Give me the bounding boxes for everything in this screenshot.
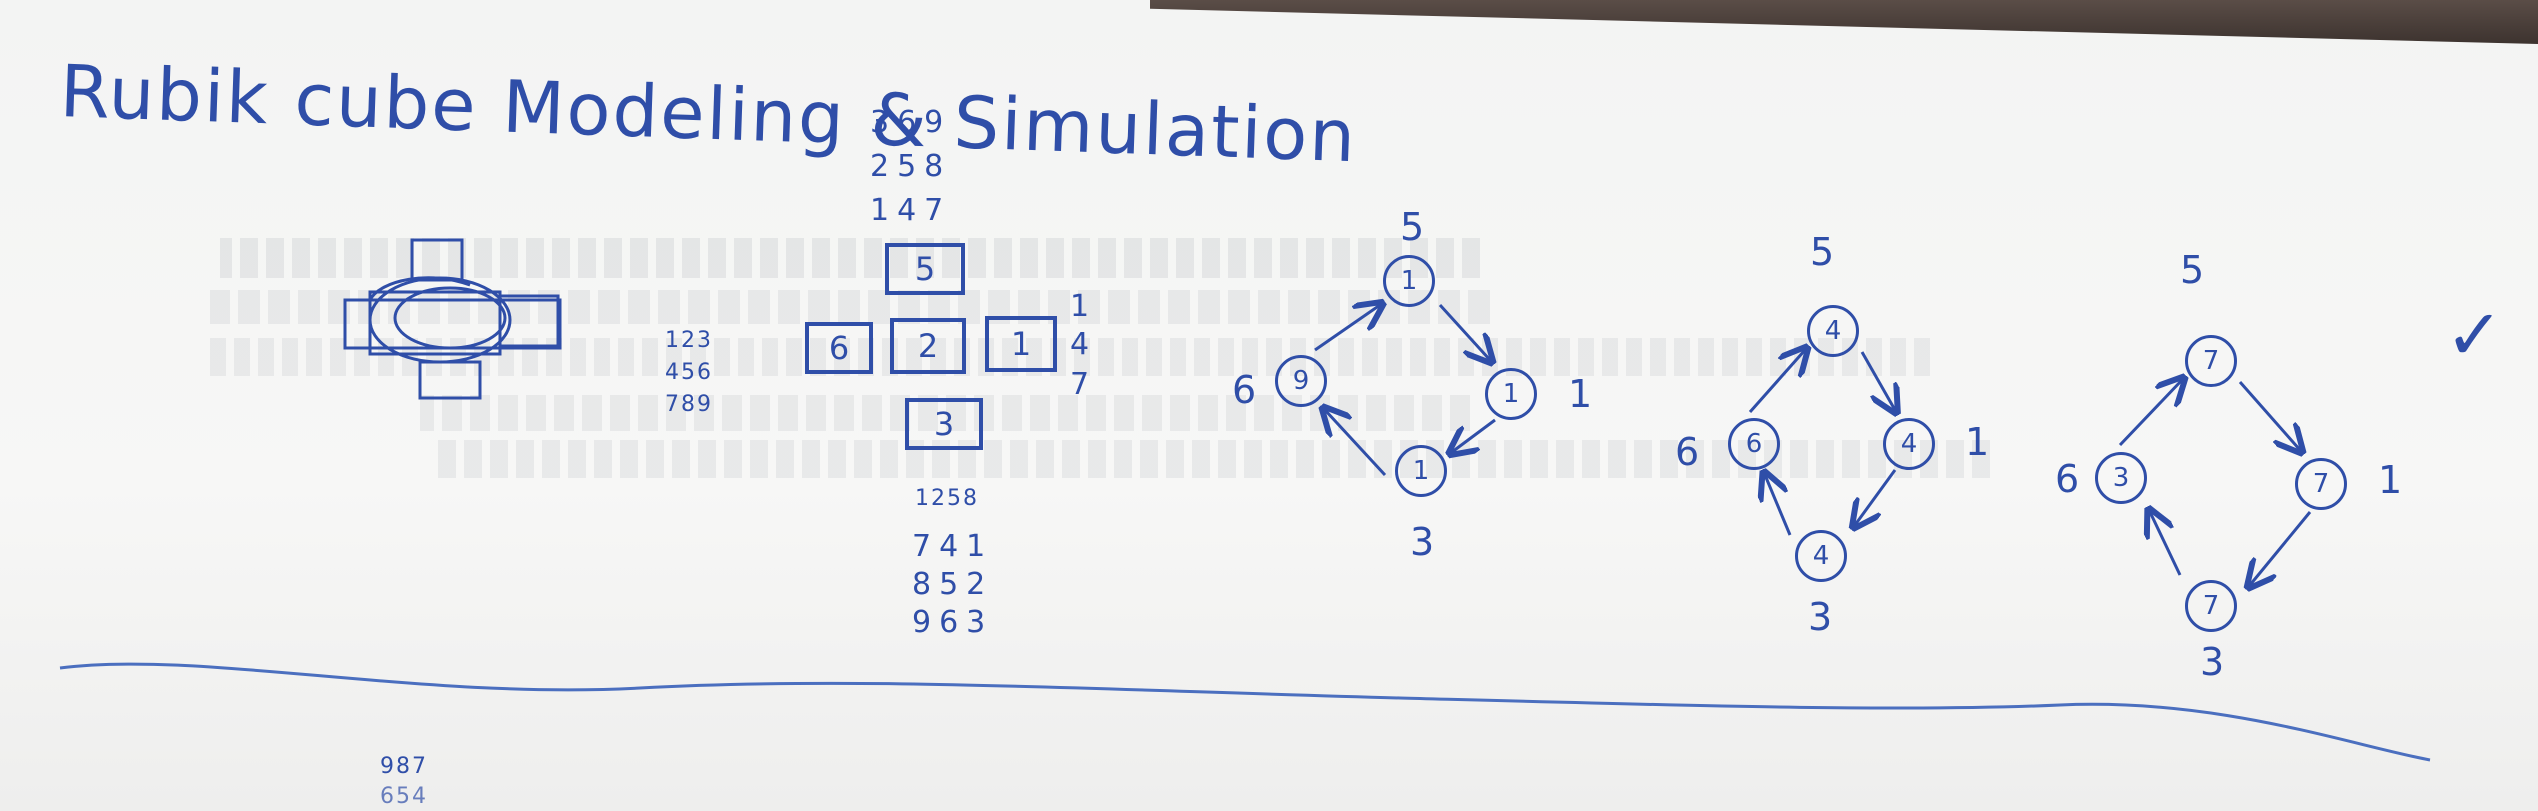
tree2-right-node: 4: [1883, 418, 1935, 470]
tree2-top-label: 5: [1810, 230, 1835, 274]
tree1-right-label: 1: [1568, 372, 1593, 416]
tree3-root-node: 7: [2185, 335, 2237, 387]
check-mark-icon: ✓: [2445, 294, 2504, 376]
tree1-bottom-label: 3: [1410, 520, 1435, 564]
bottom-row: 852: [912, 567, 994, 602]
face-grid-row: 456: [665, 360, 713, 385]
tree3-top-label: 5: [2180, 248, 2205, 292]
mini-row: 258: [870, 149, 952, 184]
tree1-bottom-node: 1: [1395, 445, 1447, 497]
tree3-bottom-node: 7: [2185, 580, 2237, 632]
net-face-top: 5: [885, 243, 965, 295]
net-right-column: 7: [1070, 367, 1090, 402]
tree2-left-node: 6: [1728, 418, 1780, 470]
face-grid-row: 789: [665, 392, 713, 417]
net-face-right: 1: [985, 316, 1057, 372]
net-face-bottom: 3: [905, 398, 983, 450]
net-face-left: 6: [805, 322, 873, 374]
tree3-right-label: 1: [2378, 458, 2403, 502]
tree1-left-node: 9: [1275, 355, 1327, 407]
footer-row: 654: [380, 784, 428, 809]
tree1-top-label: 5: [1400, 205, 1425, 249]
tree3-right-node: 7: [2295, 458, 2347, 510]
tree1-right-node: 1: [1485, 368, 1537, 420]
net-right-column: 4: [1070, 327, 1090, 362]
tree2-right-label: 1: [1965, 420, 1990, 464]
net-face-center: 2: [890, 318, 966, 374]
tree1-root-node: 1: [1383, 255, 1435, 307]
mini-row: 369: [870, 105, 952, 140]
tree3-left-label: 6: [2055, 457, 2080, 501]
net-right-column: 1: [1070, 289, 1090, 324]
mini-row: 147: [870, 193, 952, 228]
footer-row: 987: [380, 754, 428, 779]
tree3-bottom-label: 3: [2200, 640, 2225, 684]
bottom-row: 963: [912, 605, 994, 640]
tree1-left-label: 6: [1232, 368, 1257, 412]
tree2-bottom-label: 3: [1808, 595, 1833, 639]
tree2-root-node: 4: [1807, 305, 1859, 357]
face-grid-row: 123: [665, 328, 713, 353]
tree2-left-label: 6: [1675, 430, 1700, 474]
tree2-bottom-node: 4: [1795, 530, 1847, 582]
bottom-header: 1258: [915, 486, 979, 511]
bottom-row: 741: [912, 529, 994, 564]
tree3-left-node: 3: [2095, 452, 2147, 504]
